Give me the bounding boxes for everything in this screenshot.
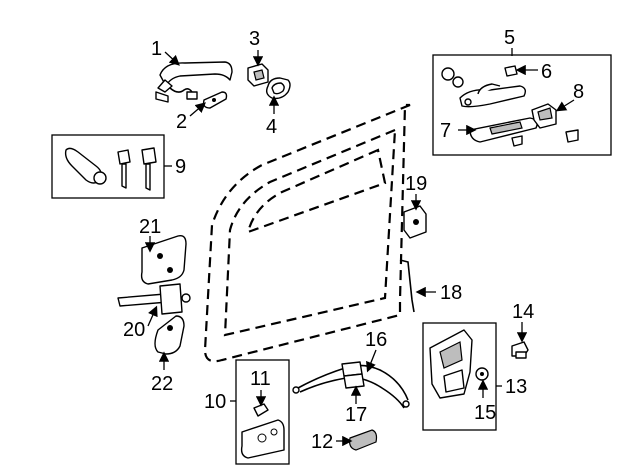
outside-handle-part-1 [155, 51, 233, 103]
striker-part-19 [403, 194, 427, 239]
callout-21: 21 [139, 216, 161, 238]
bolt-part-14 [511, 322, 529, 359]
callout-3: 3 [249, 28, 260, 50]
callout-8: 8 [573, 81, 584, 103]
handle-gasket-part-4 [265, 77, 291, 114]
callout-7: 7 [440, 120, 451, 142]
callout-10: 10 [204, 391, 226, 413]
pad-part-12 [336, 429, 378, 451]
callout-2: 2 [176, 111, 187, 133]
callout-1: 1 [151, 38, 162, 60]
callout-22: 22 [151, 373, 173, 395]
door-check-part-20 [117, 283, 191, 327]
latch-box-part-13 [422, 322, 497, 431]
callout-17: 17 [345, 404, 367, 426]
door-shell-outline [203, 103, 411, 363]
callout-16: 16 [365, 329, 387, 351]
handle-cap-part-3 [247, 50, 269, 87]
callout-13: 13 [505, 376, 527, 398]
callout-14: 14 [512, 301, 534, 323]
leader-16 [366, 349, 377, 373]
callout-6: 6 [541, 61, 552, 83]
callout-18: 18 [440, 282, 462, 304]
lower-hinge-part-22 [154, 315, 185, 370]
door-latch-assembly [429, 329, 489, 399]
upper-hinge-part-21 [140, 234, 187, 285]
latch-bracket-assembly [240, 403, 285, 459]
callout-15: 15 [474, 402, 496, 424]
latch-box-part-10 [235, 359, 290, 465]
lock-rod-part-18 [399, 259, 436, 313]
callout-20: 20 [123, 319, 145, 341]
callout-4: 4 [266, 116, 277, 138]
callout-9: 9 [175, 156, 186, 178]
frame-box-part-5 [432, 54, 612, 156]
release-cables-part-16-17 [292, 361, 410, 409]
callout-19: 19 [405, 173, 427, 195]
lock-cylinder-and-keys [64, 147, 157, 191]
leader-8 [555, 99, 575, 112]
callout-11: 11 [250, 368, 271, 390]
handle-pad-part-2 [189, 91, 228, 117]
callout-12: 12 [311, 431, 333, 453]
callout-5: 5 [504, 27, 515, 49]
handle-frame-assembly [441, 65, 579, 147]
